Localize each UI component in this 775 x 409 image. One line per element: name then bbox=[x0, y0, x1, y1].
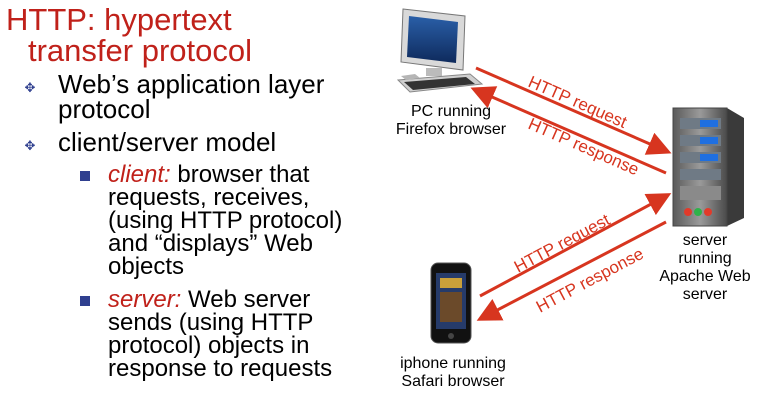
bullet-client-server-model: ✥ client/server model bbox=[24, 127, 374, 157]
client-line-4: and “displays” Web bbox=[108, 230, 313, 257]
pc-label-line-1: PC running bbox=[410, 103, 492, 120]
diamond-bullet-icon: ✥ bbox=[24, 138, 36, 153]
server-line-4: response to requests bbox=[108, 355, 333, 382]
square-bullet-icon bbox=[80, 296, 90, 306]
client-term: client: bbox=[108, 161, 171, 188]
iphone-label-line-2: Safari browser bbox=[401, 373, 505, 390]
server-line-1: Web server bbox=[188, 286, 311, 313]
iphone-response-arrow bbox=[476, 220, 667, 321]
server-line-3: protocol) objects in bbox=[108, 332, 310, 359]
pc-request-arrow bbox=[475, 66, 672, 155]
iphone-server-arrows: HTTP request HTTP response bbox=[476, 193, 672, 321]
server-line-2: sends (using HTTP bbox=[108, 309, 314, 336]
pc-icon bbox=[396, 8, 484, 93]
pc-label-line-2: Firefox browser bbox=[395, 121, 507, 138]
iphone-icon bbox=[430, 262, 472, 344]
pc-label: PC running Firefox browser bbox=[386, 103, 516, 139]
client-line-1: browser that bbox=[177, 161, 310, 188]
title-line-2: transfer protocol bbox=[28, 33, 252, 68]
square-bullet-icon bbox=[80, 171, 90, 181]
server-label-line-3: Apache Web bbox=[659, 268, 751, 285]
client-line-2: requests, receives, bbox=[108, 184, 310, 211]
bullet-2-text: client/server model bbox=[58, 127, 277, 157]
server-label-line-4: server bbox=[682, 286, 728, 303]
server-term: server: bbox=[108, 286, 182, 313]
server-label-line-2: running bbox=[678, 250, 732, 267]
server-icon bbox=[672, 107, 744, 227]
diamond-bullet-icon: ✥ bbox=[24, 80, 36, 95]
bullet-list: ✥ Web’s application layer protocol ✥ cli… bbox=[24, 69, 374, 390]
pc-response-arrow bbox=[470, 86, 667, 175]
bullet-1-line-1: Web’s application layer bbox=[58, 69, 325, 99]
sub-bullet-server: server: Web server sends (using HTTP pro… bbox=[80, 286, 374, 382]
bullet-1-line-2: protocol bbox=[58, 94, 151, 124]
client-line-3: (using HTTP protocol) bbox=[108, 207, 343, 234]
server-label: server running Apache Web server bbox=[650, 232, 760, 304]
iphone-label: iphone running Safari browser bbox=[388, 355, 518, 391]
iphone-request-arrow bbox=[479, 193, 672, 298]
iphone-label-line-1: iphone running bbox=[400, 355, 506, 372]
sub-bullet-client: client: browser that requests, receives,… bbox=[80, 161, 374, 280]
slide-title: HTTP: hypertext transfer protocol bbox=[6, 4, 336, 66]
title-line-1: HTTP: hypertext bbox=[6, 2, 232, 37]
client-line-5: objects bbox=[108, 253, 185, 280]
bullet-web-application-layer: ✥ Web’s application layer protocol bbox=[24, 69, 374, 124]
server-label-line-1: server bbox=[682, 232, 728, 249]
